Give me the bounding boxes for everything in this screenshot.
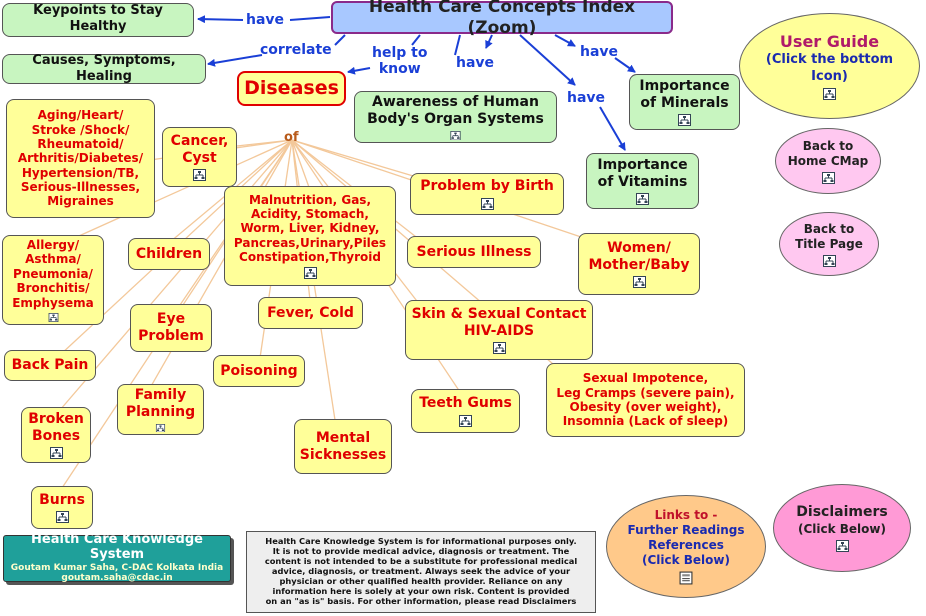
- topic-diseases[interactable]: Diseases: [237, 71, 346, 106]
- concept-map-icon[interactable]: [636, 193, 649, 206]
- concept-map-icon[interactable]: [193, 169, 206, 182]
- disease-skin[interactable]: Skin & Sexual Contact HIV-AIDS: [405, 300, 593, 360]
- disease-mental[interactable]: Mental Sicknesses: [294, 419, 392, 474]
- link-label-have: have: [567, 90, 606, 106]
- disease-allergy-label: Allergy/ Asthma/ Pneumonia/ Bronchitis/ …: [12, 238, 94, 310]
- topic-causes-label: Causes, Symptoms, Healing: [32, 53, 176, 84]
- disease-burns-label: Burns: [39, 491, 85, 508]
- concept-map-icon[interactable]: [459, 414, 472, 427]
- disease-eye-label: Eye Problem: [138, 311, 204, 344]
- disease-poisoning-label: Poisoning: [220, 362, 298, 379]
- disease-birth[interactable]: Problem by Birth: [410, 173, 564, 215]
- disease-women[interactable]: Women/ Mother/Baby: [578, 233, 700, 295]
- link-label-have: have: [580, 44, 619, 60]
- disclaimers-node[interactable]: Disclaimers (Click Below): [773, 484, 911, 572]
- user-guide-node[interactable]: User Guide (Click the bottom Icon): [739, 13, 920, 119]
- disease-cancer[interactable]: Cancer, Cyst: [162, 127, 237, 187]
- disease-serious-label: Serious Illness: [416, 243, 532, 260]
- disease-family-label: Family Planning: [125, 387, 196, 420]
- concept-map-icon[interactable]: [835, 539, 849, 552]
- concept-map-icon[interactable]: [47, 312, 60, 322]
- disclaimers-subtitle: (Click Below): [797, 521, 886, 536]
- disease-mental-label: Mental Sicknesses: [299, 429, 387, 463]
- link-label-have: have: [456, 55, 495, 71]
- disease-fever-label: Fever, Cold: [267, 304, 354, 321]
- disease-teeth[interactable]: Teeth Gums: [411, 389, 520, 433]
- relation-lines: [197, 15, 636, 151]
- disease-aging-label: Aging/Heart/ Stroke /Shock/ Rheumatoid/ …: [17, 108, 144, 209]
- concept-map-icon[interactable]: [480, 197, 494, 210]
- topic-keypoints-label: Keypoints to Stay Healthy: [33, 2, 163, 34]
- topic-minerals-label: Importance of Minerals: [639, 77, 730, 111]
- disease-family[interactable]: Family Planning: [117, 384, 204, 435]
- concept-map-icon[interactable]: [303, 267, 317, 280]
- concept-map-icon[interactable]: [821, 171, 835, 184]
- disease-skin-label: Skin & Sexual Contact HIV-AIDS: [411, 305, 587, 339]
- disease-burns[interactable]: Burns: [31, 486, 93, 529]
- back-home-node[interactable]: Back to Home CMap: [775, 128, 881, 194]
- disease-cancer-label: Cancer, Cyst: [170, 132, 229, 166]
- topic-causes[interactable]: Causes, Symptoms, Healing: [2, 53, 206, 84]
- author-email: goutam.saha@cdac.in: [61, 573, 173, 584]
- link-label-have: have: [246, 12, 285, 28]
- topic-keypoints[interactable]: Keypoints to Stay Healthy: [2, 3, 194, 37]
- disease-broken[interactable]: Broken Bones: [21, 407, 91, 463]
- disease-broken-label: Broken Bones: [28, 410, 84, 444]
- author-name: Goutam Kumar Saha, C-DAC Kolkata India: [10, 563, 224, 574]
- further-readings-node[interactable]: Links to - Further Readings References (…: [606, 495, 766, 598]
- topic-vitamins[interactable]: Importance of Vitamins: [586, 153, 699, 209]
- link-label-of: of: [284, 130, 299, 145]
- disease-malnutrition[interactable]: Malnutrition, Gas, Acidity, Stomach, Wor…: [224, 186, 396, 286]
- disclaimers-title: Disclaimers: [796, 504, 888, 521]
- concept-map-icon[interactable]: [154, 423, 167, 432]
- links-subtitle: Further Readings References (Click Below…: [627, 523, 745, 567]
- user-guide-subtitle: (Click the bottom Icon): [765, 52, 894, 84]
- disease-serious[interactable]: Serious Illness: [407, 236, 541, 268]
- topic-vitamins-label: Importance of Vitamins: [597, 156, 688, 190]
- system-title: Health Care Knowledge System: [31, 532, 203, 563]
- link-label-correlate: correlate: [260, 42, 332, 58]
- disease-allergy[interactable]: Allergy/ Asthma/ Pneumonia/ Bronchitis/ …: [2, 235, 104, 325]
- document-icon[interactable]: [679, 571, 693, 585]
- topic-organ-systems-label: Awareness of Human Body's Organ Systems: [367, 94, 544, 127]
- concept-map-icon[interactable]: [822, 254, 836, 267]
- link-label-help-to-know: help to know: [372, 45, 428, 78]
- back-home-label: Back to Home CMap: [787, 138, 869, 168]
- disease-malnutrition-label: Malnutrition, Gas, Acidity, Stomach, Wor…: [233, 192, 387, 265]
- author-card: Health Care Knowledge System Goutam Kuma…: [3, 532, 231, 584]
- disease-sexual-label: Sexual Impotence, Leg Cramps (severe pai…: [556, 371, 735, 429]
- topic-organ-systems[interactable]: Awareness of Human Body's Organ Systems: [354, 91, 557, 143]
- disease-children[interactable]: Children: [128, 238, 210, 270]
- concept-map-icon[interactable]: [492, 342, 506, 355]
- back-title-label: Back to Title Page: [795, 221, 863, 251]
- back-title-node[interactable]: Back to Title Page: [779, 212, 879, 276]
- disease-women-label: Women/ Mother/Baby: [588, 239, 690, 273]
- disease-backpain-label: Back Pain: [11, 357, 89, 374]
- disease-aging[interactable]: Aging/Heart/ Stroke /Shock/ Rheumatoid/ …: [6, 99, 155, 218]
- disease-sexual[interactable]: Sexual Impotence, Leg Cramps (severe pai…: [546, 363, 745, 437]
- links-title: Links to -: [654, 508, 718, 522]
- topic-minerals[interactable]: Importance of Minerals: [629, 74, 740, 130]
- root-concept[interactable]: Health Care Concepts Index (Zoom): [331, 0, 673, 38]
- concept-map-icon[interactable]: [55, 511, 69, 524]
- concept-map-icon[interactable]: [678, 114, 691, 127]
- disease-eye[interactable]: Eye Problem: [130, 304, 212, 352]
- concept-map-icon[interactable]: [823, 87, 836, 100]
- concept-map-icon[interactable]: [449, 130, 462, 140]
- disease-poisoning[interactable]: Poisoning: [213, 355, 305, 387]
- notice-text: Health Care Knowledge System is for info…: [264, 536, 578, 606]
- disclaimer-notice: Health Care Knowledge System is for info…: [246, 531, 596, 613]
- disease-fever[interactable]: Fever, Cold: [258, 297, 363, 329]
- disease-children-label: Children: [135, 245, 203, 262]
- root-title: Health Care Concepts Index (Zoom): [368, 0, 636, 38]
- concept-map-icon[interactable]: [49, 447, 63, 460]
- disease-teeth-label: Teeth Gums: [419, 395, 512, 412]
- concept-map-icon[interactable]: [632, 276, 646, 289]
- disease-backpain[interactable]: Back Pain: [4, 350, 96, 381]
- topic-diseases-label: Diseases: [244, 77, 339, 100]
- disease-birth-label: Problem by Birth: [420, 178, 554, 195]
- user-guide-title: User Guide: [779, 32, 880, 52]
